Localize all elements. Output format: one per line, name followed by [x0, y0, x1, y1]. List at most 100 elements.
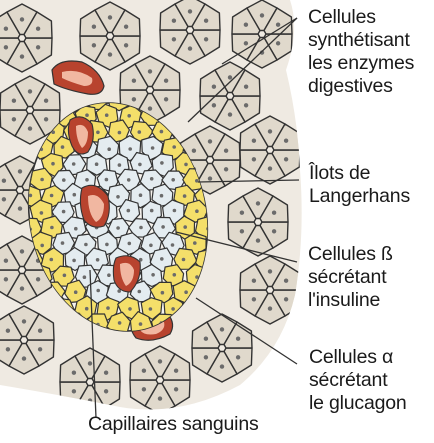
acinar-nucleus	[6, 347, 10, 351]
islet-nucleus	[161, 291, 165, 295]
islet-nucleus	[61, 145, 65, 149]
islet-nucleus	[138, 163, 142, 167]
acinar-nucleus	[284, 297, 288, 301]
islet-nucleus	[74, 227, 78, 231]
acinar-nucleus	[44, 117, 48, 121]
acinar-nucleus	[204, 19, 208, 23]
acinar-nucleus	[240, 229, 244, 233]
acinar-nucleus	[244, 41, 248, 45]
islet-nucleus	[160, 194, 164, 198]
acinar-nucleus	[2, 197, 6, 201]
acinar-nucleus	[38, 329, 42, 333]
islet-nucleus	[40, 211, 44, 215]
islet-nucleus	[106, 306, 110, 310]
islet-nucleus	[139, 193, 143, 197]
islet-nucleus	[105, 178, 109, 182]
acinar-nucleus	[132, 79, 136, 83]
acinar-nucleus	[204, 355, 208, 359]
islet-nucleus	[183, 194, 187, 198]
islet-nucleus	[118, 163, 122, 167]
acinar-nucleus	[224, 149, 228, 153]
acinar-nucleus	[4, 27, 8, 31]
islet-nucleus	[138, 130, 142, 134]
acinar-nucleus	[244, 103, 248, 107]
acinar-nucleus	[224, 167, 228, 171]
acinar-nucleus	[252, 279, 256, 283]
islet-nucleus	[151, 273, 155, 277]
acinar-nucleus	[192, 149, 196, 153]
acinar-nucleus	[212, 103, 216, 107]
acinar-nucleus	[142, 387, 146, 391]
islet-nucleus	[73, 193, 77, 197]
acinar-nucleus	[188, 9, 192, 13]
acinar-nucleus	[38, 347, 42, 351]
acinar-nucleus	[236, 355, 240, 359]
acinar-nucleus	[20, 286, 24, 290]
acinar-nucleus	[12, 99, 16, 103]
acinar-nucleus	[220, 364, 224, 368]
acinar-nucleus	[208, 176, 212, 180]
label-capillaries: Capillaires sanguins	[88, 413, 259, 436]
islet-nucleus	[105, 243, 109, 247]
acinar-nucleus	[244, 85, 248, 89]
acinar-nucleus	[108, 52, 112, 56]
islet-nucleus	[127, 178, 131, 182]
islet-nucleus	[105, 113, 109, 117]
islet-nucleus	[72, 259, 76, 263]
acinar-nucleus	[36, 277, 40, 281]
islet-nucleus	[96, 131, 100, 135]
islet-nucleus	[96, 258, 100, 262]
acinar-nucleus	[88, 398, 92, 402]
islet-nucleus	[150, 177, 154, 181]
islet-nucleus	[74, 290, 78, 294]
islet-nucleus	[183, 225, 187, 229]
islet-nucleus	[127, 209, 131, 213]
acinar-nucleus	[276, 23, 280, 27]
acinar-nucleus	[92, 43, 96, 47]
islet-nucleus	[173, 273, 177, 277]
acinar-nucleus	[22, 356, 26, 360]
islet-nucleus	[107, 147, 111, 151]
acinar-nucleus	[164, 97, 168, 101]
islet-nucleus	[84, 243, 88, 247]
acinar-nucleus	[132, 97, 136, 101]
acinar-nucleus	[124, 43, 128, 47]
acinar-nucleus	[158, 359, 162, 363]
islet-nucleus	[116, 226, 120, 230]
acinar-nucleus	[268, 129, 272, 133]
acinar-nucleus	[228, 112, 232, 116]
islet-nucleus	[61, 241, 65, 245]
acinar-nucleus	[268, 166, 272, 170]
acinar-nucleus	[20, 17, 24, 21]
acinar-nucleus	[268, 306, 272, 310]
acinar-nucleus	[212, 85, 216, 89]
acinar-nucleus	[188, 46, 192, 50]
islet-nucleus	[171, 243, 175, 247]
islet-nucleus	[85, 178, 89, 182]
acinar-nucleus	[284, 279, 288, 283]
acinar-nucleus	[4, 45, 8, 49]
islet-nucleus	[149, 307, 153, 311]
acinar-nucleus	[104, 389, 108, 393]
acinar-nucleus	[256, 238, 260, 242]
acinar-nucleus	[20, 54, 24, 58]
islet-nucleus	[139, 322, 143, 326]
islet-nucleus	[171, 307, 175, 311]
islet-nucleus	[161, 225, 165, 229]
acinar-nucleus	[72, 389, 76, 393]
islet-nucleus	[62, 178, 66, 182]
acinar-nucleus	[204, 337, 208, 341]
islet-nucleus	[139, 226, 143, 230]
acinar-nucleus	[44, 99, 48, 103]
acinar-nucleus	[272, 211, 276, 215]
acinar-nucleus	[252, 297, 256, 301]
acinar-nucleus	[284, 139, 288, 143]
acinar-nucleus	[12, 117, 16, 121]
label-islets: Îlots de Langerhans	[309, 162, 410, 208]
islet-nucleus	[128, 242, 132, 246]
islet-nucleus	[50, 194, 54, 198]
acinar-nucleus	[260, 13, 264, 17]
islet-nucleus	[63, 274, 67, 278]
acinar-nucleus	[174, 369, 178, 373]
acinar-nucleus	[28, 89, 32, 93]
